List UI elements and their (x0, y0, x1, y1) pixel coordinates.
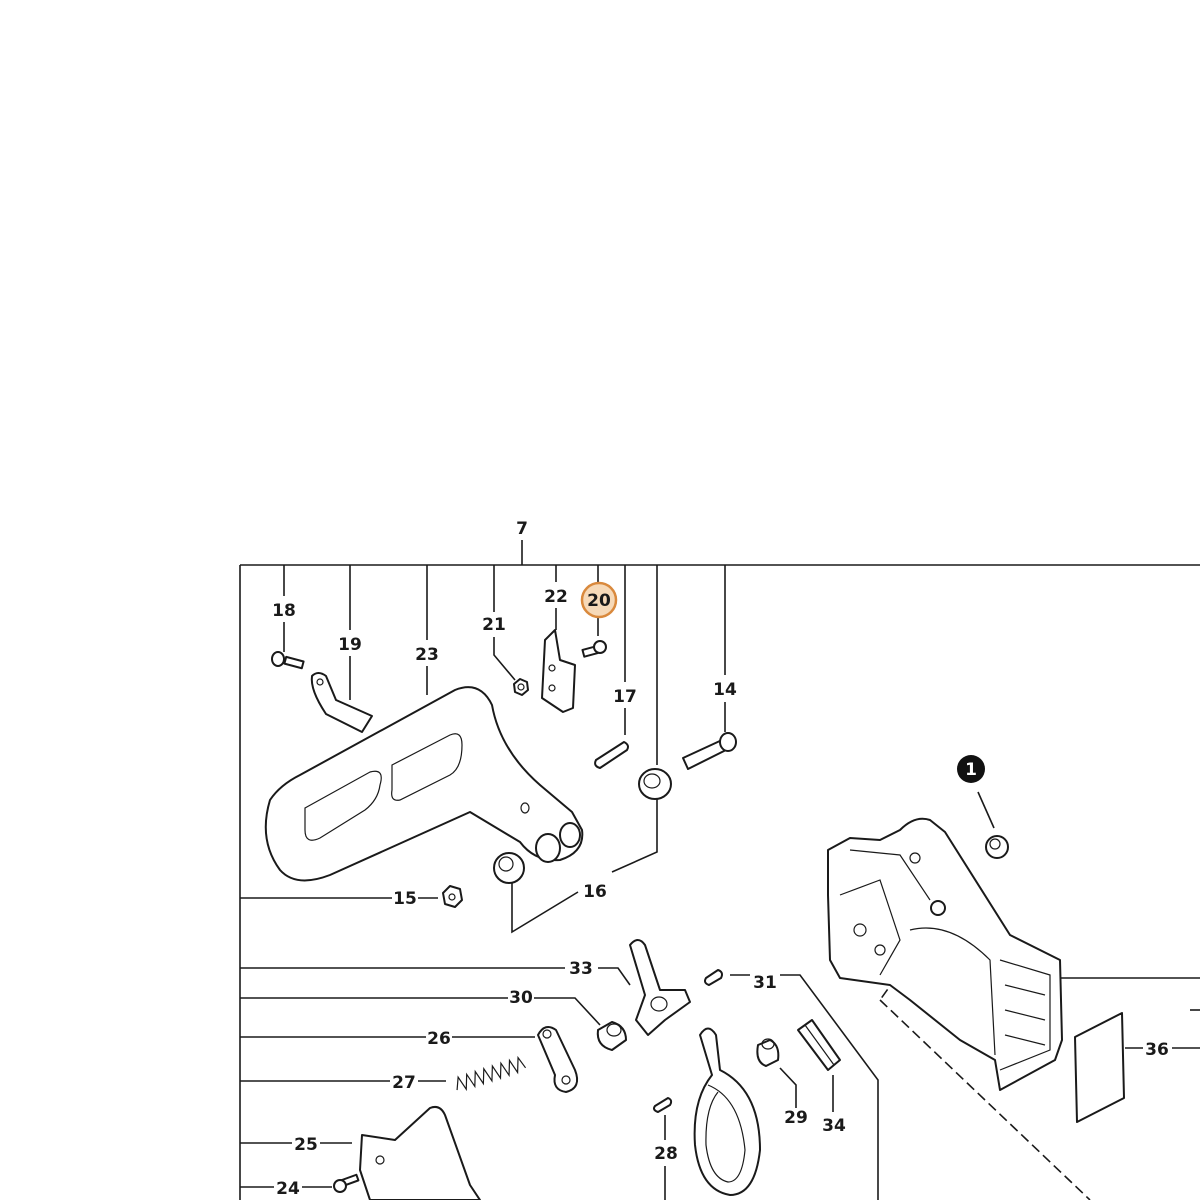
callout-33[interactable]: 33 (569, 959, 593, 979)
callout-17[interactable]: 17 (613, 687, 637, 707)
callout-22[interactable]: 22 (544, 587, 568, 607)
part-18-screw (271, 651, 305, 670)
part-26-link (537, 1025, 579, 1093)
part-34-bar (797, 1019, 841, 1071)
note-marker-1[interactable]: 1 (957, 755, 985, 783)
part-30-bushing (596, 1021, 627, 1051)
callout-25[interactable]: 25 (294, 1135, 318, 1155)
part-23-guard-arm (264, 686, 584, 882)
callout-29[interactable]: 29 (784, 1108, 808, 1128)
callout-7[interactable]: 7 (516, 519, 528, 539)
callout-27[interactable]: 27 (392, 1073, 416, 1093)
part-19-clip (310, 672, 373, 733)
callout-31[interactable]: 31 (753, 973, 777, 993)
callout-15[interactable]: 15 (393, 889, 417, 909)
part-22-plate (541, 629, 576, 713)
part-belt (693, 1027, 761, 1196)
part-36-label (1074, 1012, 1125, 1123)
part-15-nut (442, 885, 463, 908)
part-20-screw (581, 640, 607, 658)
part-14-bolt (682, 732, 737, 770)
callout-36[interactable]: 36 (1145, 1040, 1169, 1060)
callout-34[interactable]: 34 (822, 1116, 846, 1136)
part-21-nut (513, 678, 529, 696)
callout-23[interactable]: 23 (415, 645, 439, 665)
part-27-spring (456, 1055, 527, 1092)
callout-19[interactable]: 19 (338, 635, 362, 655)
part-17-pin (594, 741, 629, 769)
part-28-pin (653, 1097, 673, 1113)
part-29-bushing (756, 1038, 780, 1067)
part-31-pin (704, 969, 723, 986)
part-16-bushing-top (638, 768, 672, 800)
callout-30[interactable]: 30 (509, 988, 533, 1008)
part-1-washer (985, 835, 1009, 859)
callout-21[interactable]: 21 (482, 615, 506, 635)
note-marker-number: 1 (965, 760, 977, 780)
callout-24[interactable]: 24 (276, 1179, 300, 1199)
part-25-bracket (359, 1105, 481, 1200)
leader-lines (239, 540, 1200, 1200)
callout-16[interactable]: 16 (583, 882, 607, 902)
callout-26[interactable]: 26 (427, 1029, 451, 1049)
callout-28[interactable]: 28 (654, 1144, 678, 1164)
part-16-bushing-bottom (493, 852, 525, 884)
callout-14[interactable]: 14 (713, 680, 737, 700)
callout-18[interactable]: 18 (272, 601, 296, 621)
callout-20[interactable]: 20 (587, 591, 611, 611)
part-24-screw (333, 1173, 360, 1193)
part-housing (827, 817, 1063, 1091)
highlight-circle (580, 581, 618, 619)
part-33-lever (629, 939, 691, 1036)
